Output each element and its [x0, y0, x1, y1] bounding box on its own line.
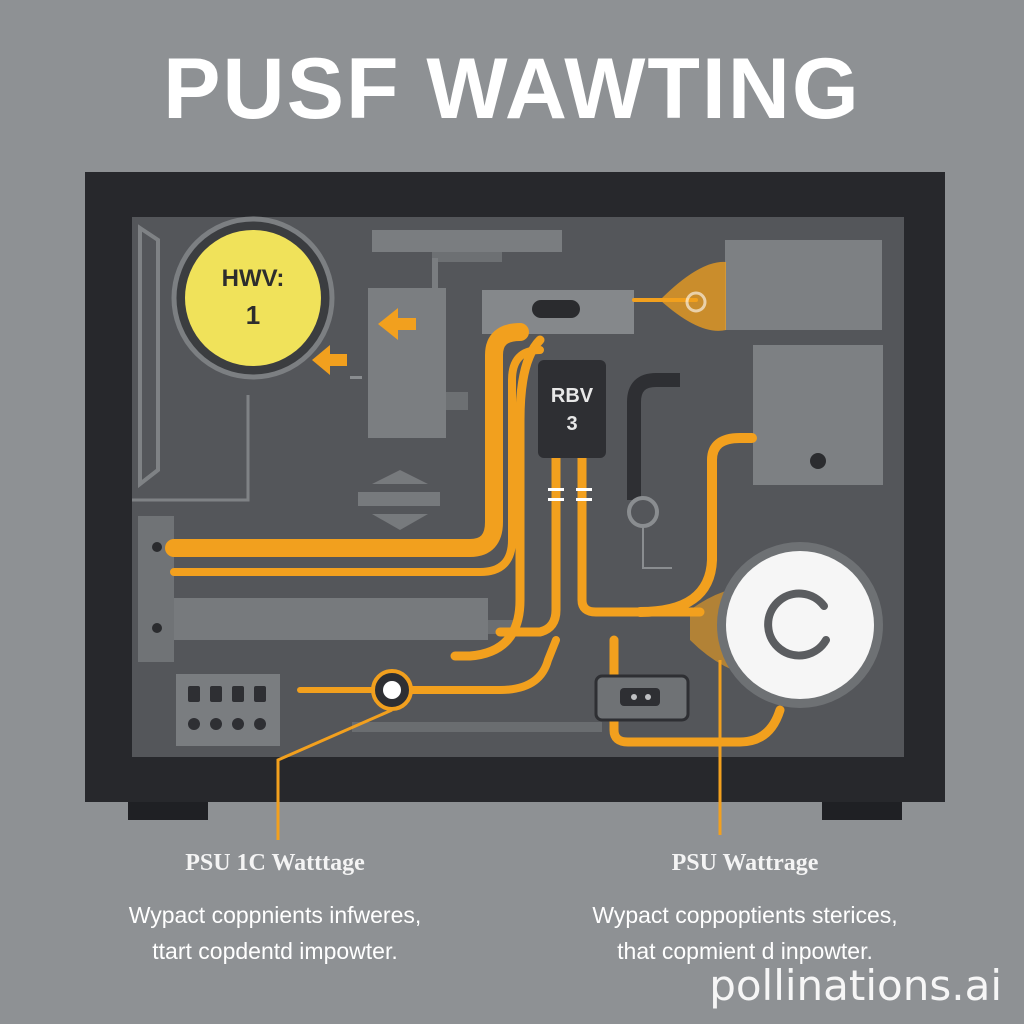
bracket-rod: [432, 258, 438, 292]
callout-left: [276, 708, 393, 840]
page-title: PUSF WAWTING: [163, 41, 861, 137]
arrow-left-icon: [378, 308, 416, 340]
chip-label: RBV: [551, 385, 594, 407]
caption-right-line2: that copmient d inpowter.: [617, 938, 873, 964]
caption-left-title: PSU 1C Watttage: [185, 850, 365, 876]
wire-main-horizontal-2: [170, 346, 544, 576]
small-connector-dot-1: [631, 694, 637, 700]
top-bracket: [372, 230, 562, 252]
right-upper-box: [725, 240, 882, 330]
wire-bottom-right: [609, 635, 785, 747]
wire-loop-down: [450, 335, 545, 661]
spacer-bottom-icon: [372, 514, 428, 530]
bottom-bar: [174, 598, 488, 640]
watermark: pollinations.ai: [709, 961, 1002, 1010]
port-grid: [188, 686, 266, 730]
chip-leg-mark-2: [548, 498, 564, 501]
port-block: [176, 674, 280, 746]
chip-leg-mark-3: [576, 488, 592, 491]
screw-bottom: [152, 623, 162, 633]
bottom-rail: [352, 722, 602, 732]
small-connector-dot-2: [645, 694, 651, 700]
chip-leg-mark-1: [548, 488, 564, 491]
caption-left: PSU 1C Watttage Wypact coppnients infwer…: [55, 850, 495, 969]
caption-left-line1: Wypact coppnients infweres,: [128, 902, 422, 928]
wire-node-line: [404, 636, 560, 694]
right-box-dot: [810, 453, 826, 469]
chip-value: 3: [566, 413, 577, 435]
arrow-left-icon-2: [312, 345, 347, 375]
chip-body: [538, 360, 606, 458]
small-connector-slot: [620, 688, 660, 706]
wire-right-riser: [635, 433, 757, 617]
left-rail: [138, 224, 160, 489]
spacer-top-icon: [372, 470, 428, 484]
small-arrow-line: [642, 526, 672, 569]
wire-chip-right: [577, 450, 705, 617]
component-block: [368, 288, 446, 438]
glow-node: [685, 291, 707, 313]
power-icon: [764, 589, 830, 660]
wire-chip-left: [495, 450, 561, 637]
gauge-yellow: [185, 230, 321, 366]
caption-right-line1: Wypact coppoptients sterices,: [592, 902, 898, 928]
hook-pipe: [627, 373, 680, 500]
wire-main-horizontal: [165, 323, 529, 557]
component-tab: [446, 392, 468, 410]
spacer-bar: [358, 492, 440, 506]
left-node-core: [383, 681, 401, 699]
screw-top: [152, 542, 162, 552]
top-bracket-stem: [432, 252, 502, 262]
left-rail-line: [132, 395, 250, 502]
gauge-label: HWV:: [222, 265, 285, 292]
fan-disc: [726, 551, 874, 699]
chip-leg-mark-4: [576, 498, 592, 501]
left-slot-bracket: [138, 516, 174, 662]
caption-right-title: PSU Wattrage: [671, 850, 819, 876]
gauge-value: 1: [246, 300, 260, 330]
caption-right: PSU Wattrage Wypact coppoptients sterice…: [525, 850, 965, 969]
glow-upper: [660, 261, 726, 331]
top-connector-slot: [532, 300, 580, 318]
caption-left-line2: ttart copdentd impowter.: [152, 938, 398, 964]
arrow-dash: [350, 376, 362, 379]
